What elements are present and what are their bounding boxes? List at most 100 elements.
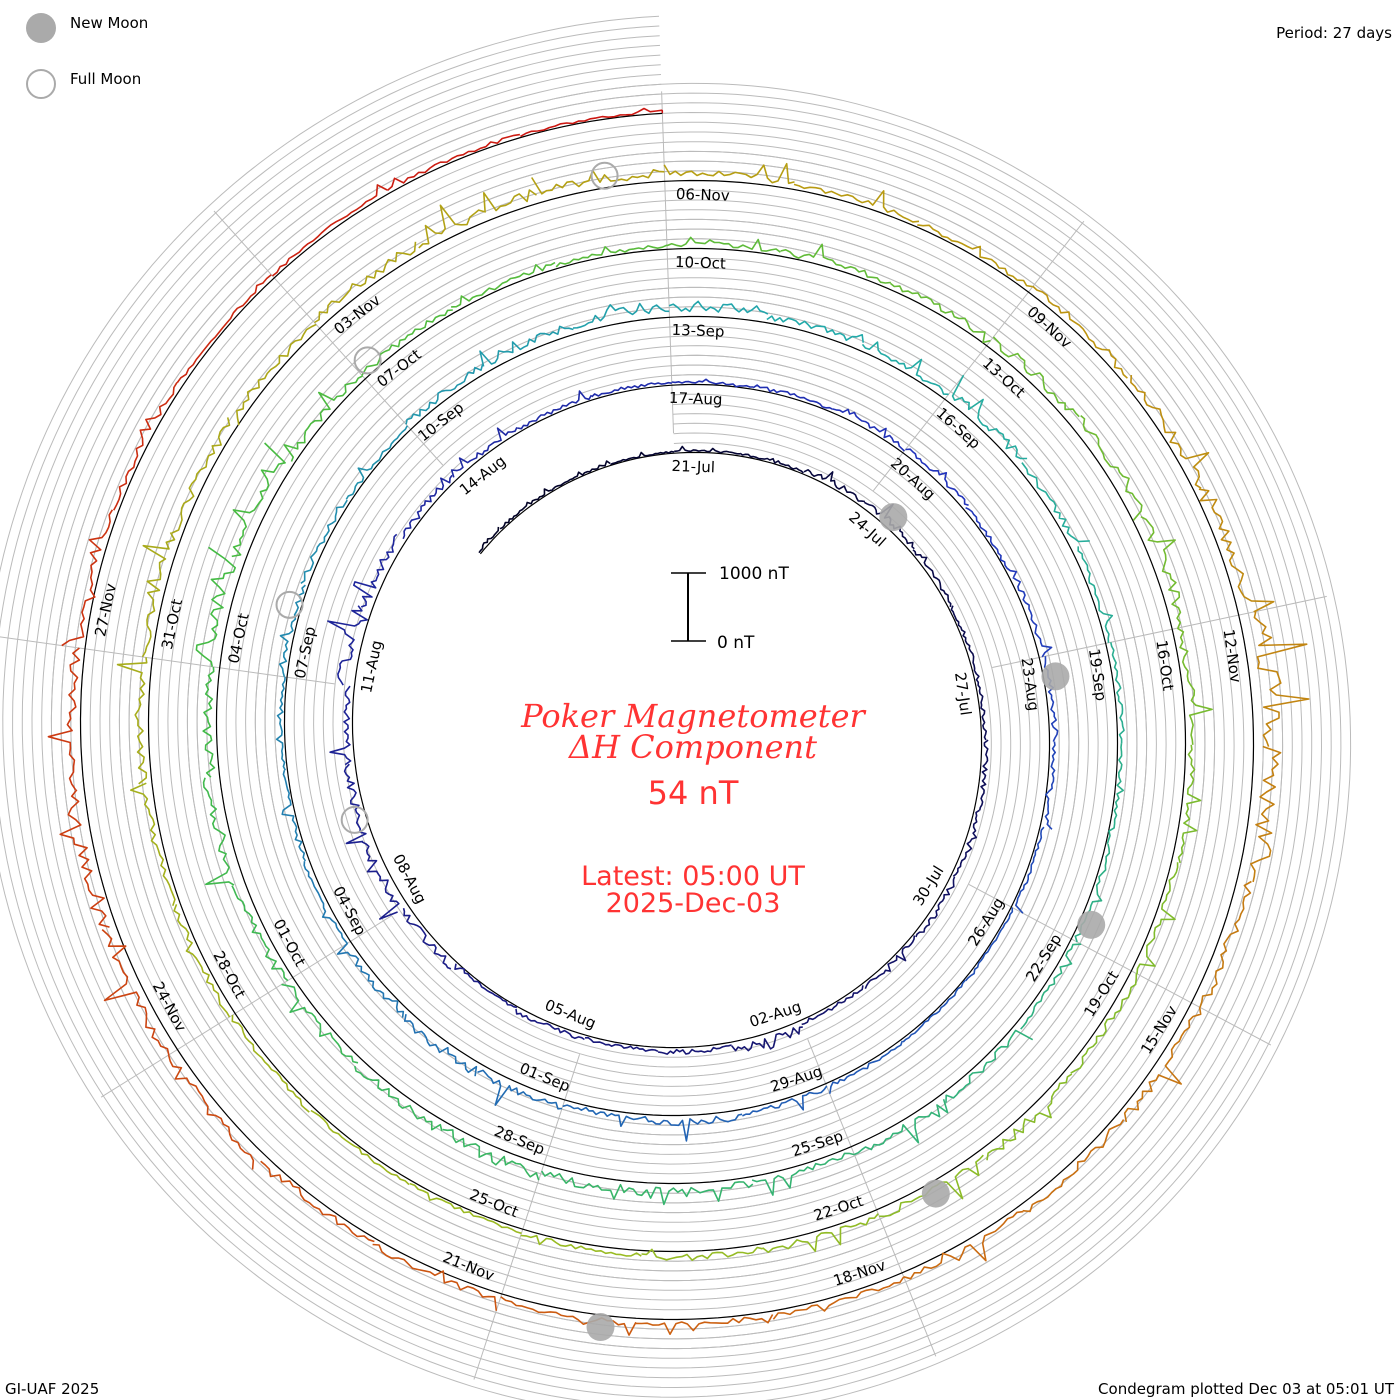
data-line-day <box>281 770 307 862</box>
period-label: Period: 27 days <box>1276 24 1392 42</box>
data-line-day <box>666 236 781 253</box>
data-line-day <box>610 450 675 466</box>
date-label: 22-Sep <box>1022 931 1065 985</box>
data-line-day <box>515 1008 585 1041</box>
data-line-day <box>1176 627 1213 745</box>
data-line-day <box>402 908 452 970</box>
data-line-day <box>310 1109 410 1186</box>
data-line-day <box>300 499 348 584</box>
date-label: 29-Aug <box>768 1062 824 1096</box>
data-line-day <box>1080 414 1143 521</box>
new-moon-marker <box>586 1313 615 1342</box>
data-line-day <box>130 782 176 906</box>
data-line-day <box>343 763 367 845</box>
grid-spoke <box>473 1054 581 1380</box>
data-line-day <box>992 336 1080 418</box>
grid <box>0 15 1352 1400</box>
new-moon-marker <box>1041 662 1070 691</box>
data-line-day <box>354 1065 443 1132</box>
chart-title: Poker Magnetometer <box>520 697 866 735</box>
date-label: 28-Oct <box>210 948 250 1001</box>
data-line-day <box>1070 973 1138 1074</box>
grid-ring <box>0 15 1352 1400</box>
date-label: 14-Aug <box>456 452 509 499</box>
latest-date: 2025-Dec-03 <box>606 888 781 919</box>
date-label: 12-Nov <box>1220 628 1245 684</box>
date-label: 22-Oct <box>811 1192 865 1225</box>
new-moon-marker <box>1077 910 1106 939</box>
data-line-day <box>231 1015 310 1113</box>
full-moon-legend-icon <box>26 69 56 99</box>
data-line-day <box>752 384 834 411</box>
data-line-day <box>562 1104 653 1127</box>
data-line-day <box>1130 375 1210 489</box>
data-line-day <box>674 445 740 455</box>
date-label: 27-Jul <box>951 671 975 717</box>
data-line-day <box>116 657 148 785</box>
data-line-day <box>1106 743 1124 845</box>
data-line-day <box>1077 546 1114 643</box>
date-label: 17-Aug <box>669 389 723 409</box>
data-line-day <box>1015 826 1045 914</box>
data-line-day <box>167 1054 255 1170</box>
data-line-day <box>231 442 286 558</box>
grid-ring <box>41 74 1293 1359</box>
data-line-day <box>1198 488 1275 613</box>
data-line-day <box>803 469 865 503</box>
data-line-day <box>1253 611 1310 747</box>
date-label: 10-Oct <box>675 253 727 273</box>
data-line-day <box>829 1040 904 1094</box>
data-line-day <box>978 739 989 811</box>
grid-spoke <box>213 210 444 466</box>
data-line-day <box>275 676 287 771</box>
footer-plotted: Condegram plotted Dec 03 at 05:01 UT <box>1098 1380 1395 1398</box>
data-line-day <box>853 1098 949 1156</box>
grid-ring <box>0 25 1342 1400</box>
data-line-day <box>550 460 611 492</box>
data-line-day <box>405 364 484 425</box>
data-line-day <box>171 417 231 534</box>
moon-markers <box>275 161 1106 1342</box>
data-line-day <box>912 549 952 607</box>
legend: New Moon Full Moon <box>26 13 148 99</box>
data-line-day <box>202 666 216 778</box>
data-line-day <box>591 381 672 398</box>
data-line-day <box>657 1044 732 1055</box>
date-label: 28-Sep <box>492 1122 548 1158</box>
date-label: 01-Sep <box>517 1059 573 1095</box>
data-line-day <box>645 1181 754 1206</box>
baseline-line <box>79 112 1255 1321</box>
data-line-day <box>520 1234 642 1257</box>
data-line-day <box>663 162 795 185</box>
data-line-day <box>832 408 905 452</box>
data-line-day <box>345 425 409 500</box>
data-line-day <box>176 274 272 384</box>
data-line-day <box>731 1026 803 1052</box>
data-line-day <box>584 1036 659 1053</box>
data-line-day <box>173 904 231 1018</box>
data-line-day <box>945 1029 1034 1103</box>
data-line-day <box>531 169 665 195</box>
grid-spoke <box>661 91 675 434</box>
data-line-day <box>202 777 235 886</box>
baseline-spiral <box>79 112 1255 1321</box>
full-moon-legend-label: Full Moon <box>70 70 141 88</box>
scale-top-label: 1000 nT <box>719 564 789 584</box>
data-line-day <box>1020 943 1082 1030</box>
data-line-day <box>1140 515 1182 629</box>
data-line-day <box>59 789 110 928</box>
data-line-day <box>361 309 453 376</box>
date-label: 31-Oct <box>158 597 186 651</box>
data-line-day <box>917 224 1033 288</box>
scale-bottom-label: 0 nT <box>717 633 755 653</box>
data-line-day <box>555 244 668 268</box>
new-moon-marker <box>921 1179 950 1208</box>
data-line-day <box>572 302 670 329</box>
current-value: 54 nT <box>648 774 739 812</box>
data-line-day <box>329 685 352 766</box>
data-line-day <box>1199 880 1252 1008</box>
data-line-day <box>889 282 991 344</box>
date-label: 18-Nov <box>831 1256 888 1290</box>
data-line-day <box>477 1069 563 1110</box>
date-label: 25-Sep <box>790 1127 846 1160</box>
